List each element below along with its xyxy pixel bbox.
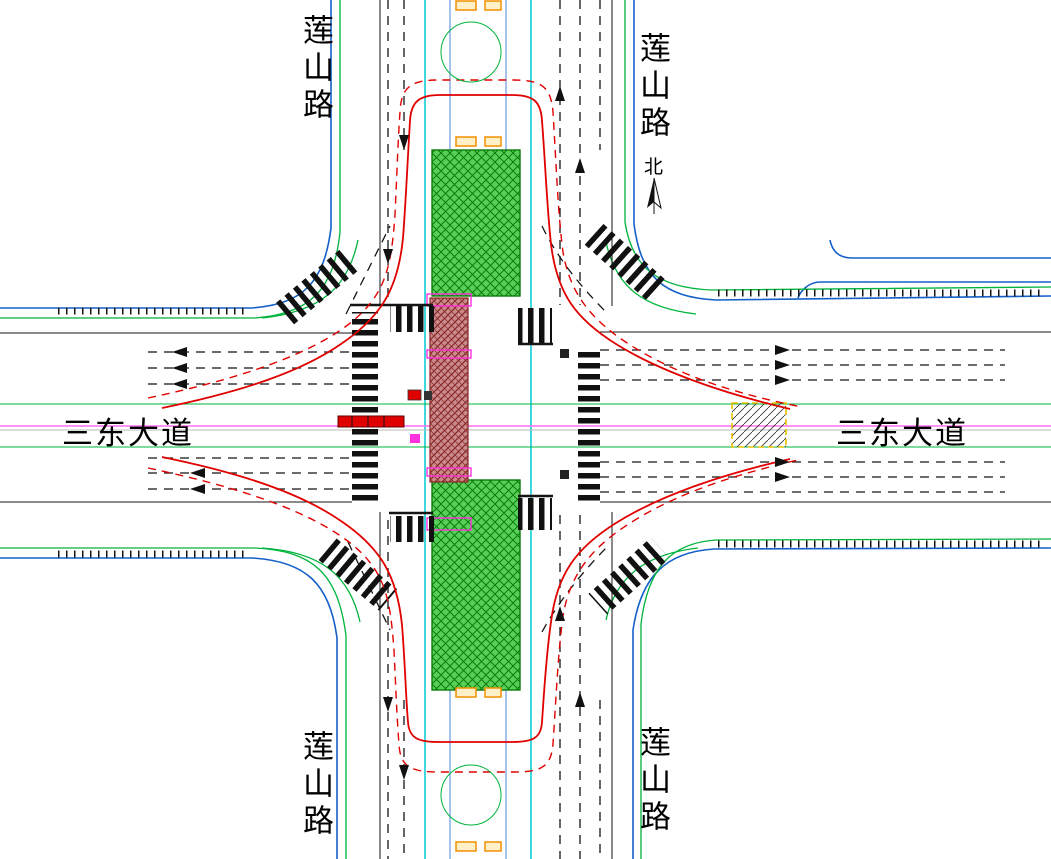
- side-road-stub-upper: [829, 239, 1051, 259]
- north-arrow-icon: [647, 177, 662, 214]
- north-label: 北: [644, 156, 664, 178]
- crosswalk-nw-diagonal: [275, 246, 361, 326]
- detector-box-upper: [560, 349, 569, 358]
- crosswalk-east-vertical: [578, 348, 600, 502]
- road-label-lianshan-se: 莲山路: [634, 726, 670, 837]
- edge-bottom-right: [632, 547, 1051, 859]
- curb-ticks: [58, 289, 1040, 558]
- signal-box-red: [407, 389, 422, 401]
- horizontal-reference-lines: [0, 403, 1051, 448]
- edge-top-left: [0, 0, 332, 309]
- crosswalk-sw-diagonal: [314, 535, 398, 611]
- median-green-areas: [431, 149, 521, 691]
- road-label-lianshan-ne: 莲山路: [634, 32, 670, 143]
- road-label-sandong-east: 三东大道: [836, 416, 968, 452]
- corridor-edge-lines: [449, 0, 507, 859]
- road-label-lianshan-nw: 莲山路: [297, 14, 333, 125]
- work-zone-hatch: [429, 297, 469, 483]
- red-dashed-south: [147, 458, 803, 773]
- work-zone: [426, 293, 472, 531]
- edge-bottom-left: [0, 557, 338, 859]
- crosswalk-ne-diagonal: [584, 223, 668, 303]
- hatched-reserve-box: [731, 402, 787, 448]
- crosswalk-west-vertical: [352, 312, 378, 502]
- crosswalk-south-small-left: [390, 516, 434, 542]
- crosswalk-south-small-right: [518, 498, 552, 530]
- crosswalk-north-small-right: [518, 308, 552, 344]
- red-envelope-south: [161, 456, 791, 743]
- red-dashed-north: [147, 79, 803, 408]
- point-features: [337, 349, 569, 479]
- lane-arrows: [172, 86, 790, 780]
- work-zone-cap-3: [426, 467, 472, 477]
- red-envelope-north: [161, 94, 791, 410]
- work-zone-cap-1: [426, 293, 472, 307]
- shelters: [455, 0, 502, 852]
- work-zone-cap-2: [426, 349, 472, 359]
- tree-circles: [440, 21, 502, 826]
- red-guide-lines: [147, 79, 803, 773]
- road-label-lianshan-sw: 莲山路: [297, 730, 333, 841]
- crosswalk-north-small-left: [390, 306, 434, 332]
- detector-box-lower: [560, 470, 569, 479]
- bus-stop-bar-red: [337, 415, 405, 428]
- median-green-north: [431, 149, 521, 297]
- edge-top-right: [633, 0, 1051, 301]
- median-green-south: [431, 479, 521, 691]
- road-label-sandong-west: 三东大道: [62, 416, 194, 452]
- stop-bars: [350, 303, 553, 515]
- side-road-stub-lower: [797, 281, 1051, 299]
- signal-box-black: [424, 391, 432, 400]
- crosswalk-se-diagonal: [588, 537, 670, 615]
- marker-magenta-square: [410, 434, 420, 443]
- crosswalks: [275, 223, 670, 615]
- lane-dashed-lines: [148, 0, 1005, 859]
